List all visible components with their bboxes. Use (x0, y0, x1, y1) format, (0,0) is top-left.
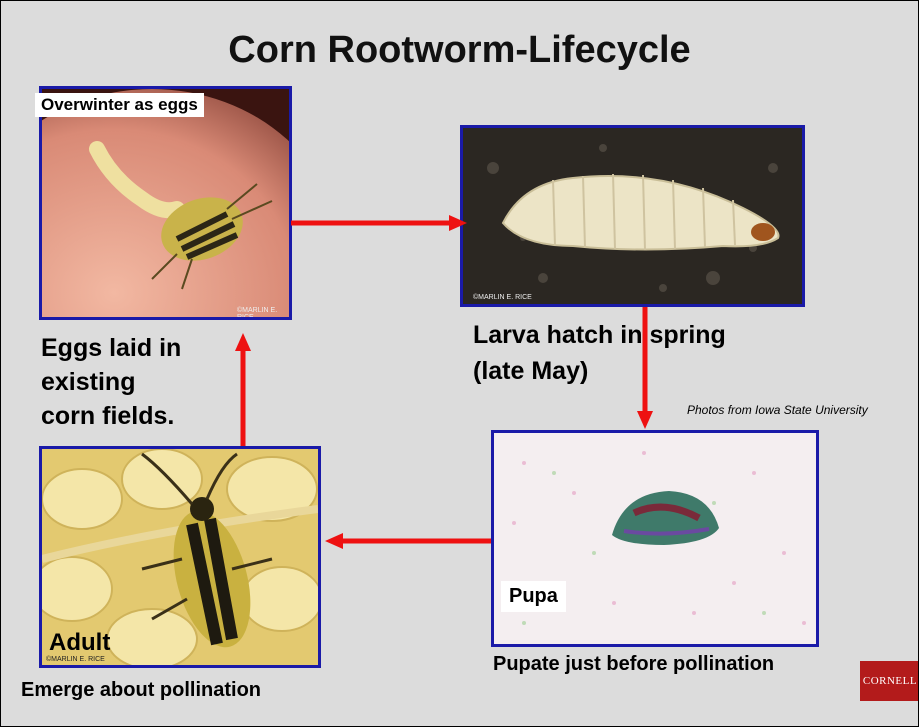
eggs-photo: ©MARLIN E. RICE (39, 86, 292, 320)
adult-photo-credit: ©MARLIN E. RICE (46, 656, 105, 663)
eggs-stage-label: Overwinter as eggs (35, 93, 204, 117)
eggs-caption: Eggs laid in existing corn fields. (41, 331, 181, 433)
slide-title: Corn Rootworm-Lifecycle (1, 29, 918, 72)
arrow-larva-to-pupa (635, 307, 655, 431)
larva-caption: Larva hatch in spring (late May) (473, 317, 726, 389)
eggs-caption-line-1: Eggs laid in (41, 331, 181, 365)
larva-image (463, 128, 802, 304)
photo-credit-note: Photos from Iowa State University (687, 403, 868, 417)
larva-caption-line-2: (late May) (473, 353, 726, 389)
larva-photo-credit: ©MARLIN E. RICE (473, 294, 532, 301)
pupa-stage-label: Pupa (501, 581, 566, 612)
arrow-adult-to-eggs (233, 331, 253, 446)
pupa-image (494, 433, 816, 644)
cornell-logo: CORNELL (860, 661, 919, 701)
arrow-eggs-to-larva (291, 213, 471, 233)
larva-photo: ©MARLIN E. RICE (460, 125, 805, 307)
pupa-photo (491, 430, 819, 647)
eggs-caption-line-2: existing (41, 365, 181, 399)
pupa-caption: Pupate just before pollination (493, 653, 774, 676)
eggs-photo-credit: ©MARLIN E. RICE (237, 307, 289, 320)
eggs-caption-line-3: corn fields. (41, 399, 181, 433)
arrow-pupa-to-adult (323, 531, 491, 551)
beetle-on-finger-image (42, 89, 289, 317)
adult-stage-label: Adult (49, 629, 110, 657)
larva-caption-line-1: Larva hatch in spring (473, 317, 726, 353)
adult-caption: Emerge about pollination (21, 679, 261, 702)
